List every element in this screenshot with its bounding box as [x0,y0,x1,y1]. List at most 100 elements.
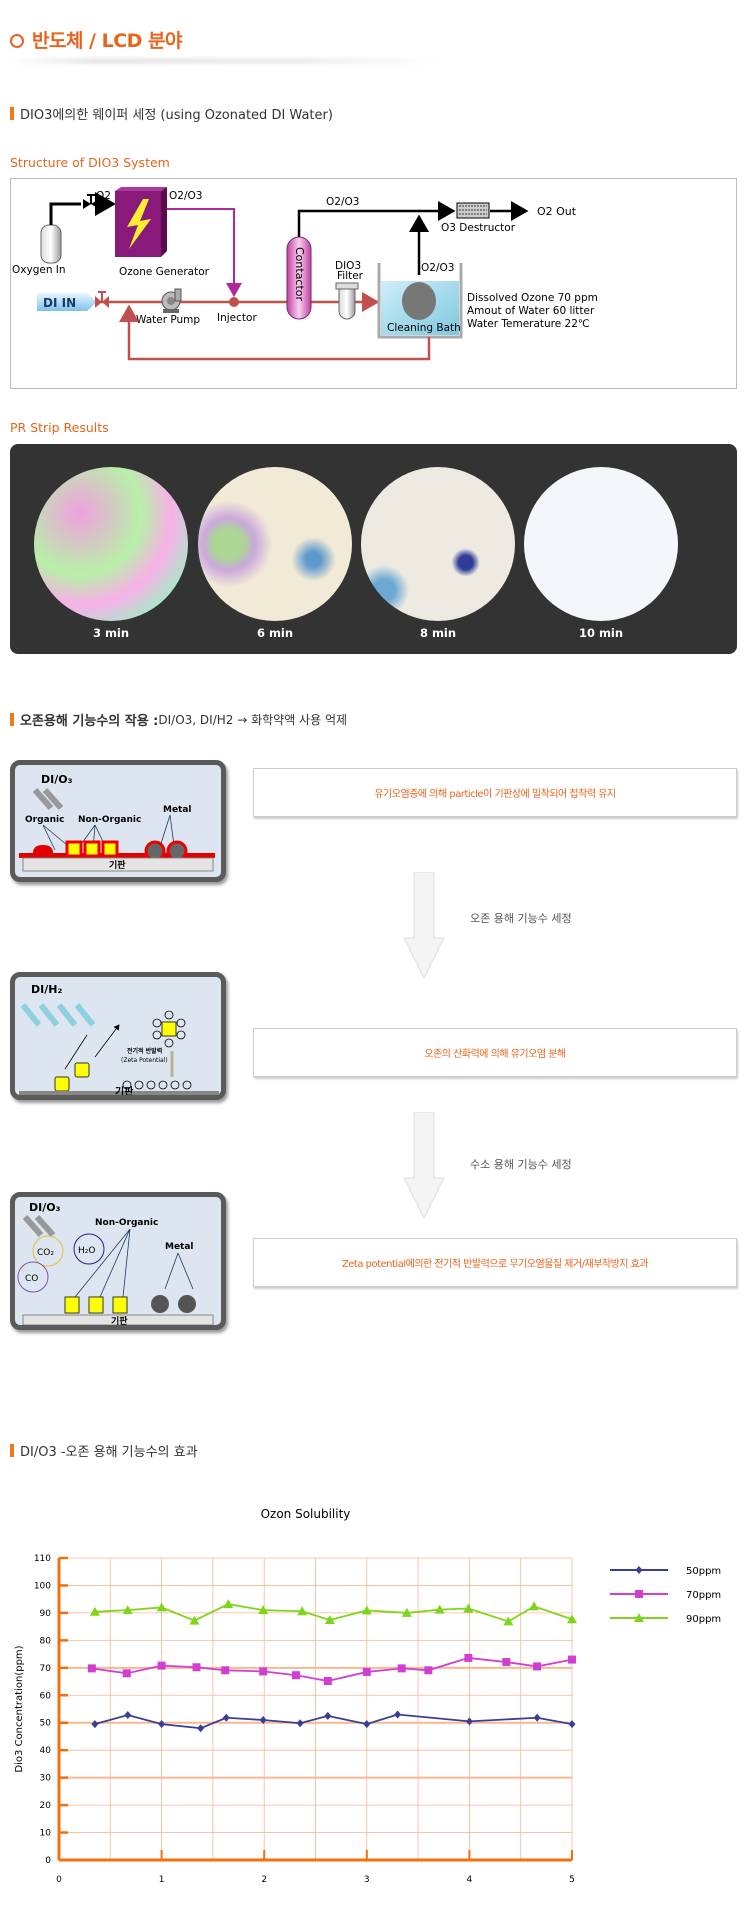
section-heading-dio3: DIO3에의한 웨이퍼 세정 (using Ozonated DI Water) [10,104,333,123]
description-box-2: 오존의 산화력에 의해 유기오염 분해 [253,1028,737,1077]
data-point-90ppm [503,1616,514,1626]
data-point-50ppm [296,1719,304,1728]
spec-water: Amout of Water 60 litter [467,305,595,317]
y-tick-label: 0 [45,1856,51,1866]
circle-icon [10,34,24,48]
svg-text:Metal: Metal [163,805,192,815]
ozone-generator-label: Ozone Generator [119,266,210,278]
svg-text:Cleaning Bath: Cleaning Bath [387,322,461,334]
data-point-90ppm [189,1615,200,1625]
o2o3-bath-label: O2/O3 [421,262,454,274]
di-in-icon: DI IN [37,293,97,311]
o2o3-generator-label: O2/O3 [169,190,202,202]
ozone-arrows-icon [32,788,64,810]
page-title: 반도체 / LCD 분야 [10,26,183,53]
data-point-70ppm [424,1666,433,1675]
y-tick-label: 50 [40,1719,52,1729]
title-underline [10,58,440,64]
svg-text:CO₂: CO₂ [37,1248,54,1258]
svg-text:DI/O₃: DI/O₃ [41,773,73,786]
y-tick-label: 40 [40,1746,52,1756]
data-point-90ppm [122,1605,133,1615]
data-point-50ppm [222,1713,230,1722]
data-point-50ppm [197,1724,205,1733]
o3-destructor-icon [456,202,490,219]
y-tick-label: 90 [40,1609,52,1619]
y-tick-label: 80 [40,1636,52,1646]
ozone-generator-icon [115,187,167,257]
data-point-90ppm [361,1605,372,1615]
legend-label-50ppm: 50ppm [686,1566,721,1577]
data-point-50ppm [568,1720,576,1729]
data-point-70ppm [533,1662,542,1671]
legend-marker-50ppm [635,1566,643,1574]
substrate-label: 기판 [115,1085,134,1095]
series-line-50ppm [94,1713,573,1730]
oxygen-in-label: Oxygen In [12,264,66,276]
wafer-10min-label: 10 min [578,626,624,640]
data-point-50ppm [394,1710,402,1719]
data-point-70ppm [87,1664,96,1673]
data-point-70ppm [502,1658,511,1667]
data-point-70ppm [122,1669,131,1678]
data-point-90ppm [401,1607,412,1617]
dio3-system-diagram: O2 O2/O3 Oxygen In Ozone Generator DI IN… [10,178,737,389]
data-point-70ppm [362,1667,371,1676]
data-point-90ppm [258,1605,269,1615]
di-valve-icon [95,291,109,308]
injector-label: Injector [217,312,257,324]
structure-title: Structure of DIO3 System [10,155,170,170]
wafer-6min-image [198,467,352,621]
data-point-50ppm [124,1711,132,1720]
water-pump-label: Water Pump [136,314,200,326]
substrate-label: 기판 [111,1315,128,1325]
svg-text:H₂O: H₂O [78,1246,95,1256]
data-point-50ppm [259,1715,267,1724]
svg-text:Non-Organic: Non-Organic [95,1218,158,1228]
data-point-70ppm [157,1661,166,1670]
data-point-70ppm [464,1653,473,1662]
data-point-50ppm [91,1720,99,1729]
legend-marker-70ppm [635,1590,643,1598]
heading-bar-icon [10,107,14,120]
data-point-90ppm [529,1601,540,1611]
heading-bar-icon [10,1444,14,1457]
svg-text:Organic: Organic [25,815,64,825]
data-point-50ppm [363,1720,371,1729]
legend-marker-90ppm [634,1613,644,1622]
dio3-filter-icon [335,282,359,320]
cleaning-bath-icon: Cleaning Bath [377,263,463,339]
svg-text:DI/O₃: DI/O₃ [29,1201,61,1214]
y-tick-label: 30 [40,1774,52,1784]
svg-text:CO: CO [25,1274,38,1284]
legend-label-90ppm: 90ppm [686,1614,721,1625]
svg-text:DI IN: DI IN [43,296,76,310]
data-point-90ppm [297,1606,308,1616]
data-point-70ppm [323,1676,332,1685]
spec-ozone: Dissolved Ozone 70 ppm [467,292,598,304]
svg-text:Contactor: Contactor [293,247,306,302]
spec-temp: Water Temerature 22℃ [467,318,590,330]
x-tick-label: 4 [467,1875,473,1885]
data-point-90ppm [567,1614,577,1624]
data-point-70ppm [568,1655,576,1664]
substrate-label: 기판 [109,859,126,871]
x-tick-label: 2 [261,1875,267,1885]
data-point-50ppm [158,1720,166,1729]
y-tick-label: 10 [40,1829,52,1839]
o2o3-top-label: O2/O3 [326,196,359,208]
panel-di-h2: DI/H₂ 전기적 반발력 (Zeta Potential) 기판 [10,972,226,1100]
chart-title: Ozon Solubility [261,1507,351,1521]
wafer-8min-image [361,467,515,621]
data-point-70ppm [221,1666,230,1675]
wafer-3min-label: 3 min [92,626,130,640]
legend-label-70ppm: 70ppm [686,1590,721,1601]
wafer-3min-image [34,467,188,621]
svg-text:Filter: Filter [337,270,364,282]
svg-text:전기적 반발력: 전기적 반발력 [127,1047,162,1055]
water-pump-icon [161,288,182,313]
data-point-50ppm [533,1713,541,1722]
o3-destructor-label: O3 Destructor [441,222,516,234]
data-point-70ppm [397,1664,406,1673]
section-heading-functional-water: 오존용해 기능수의 작용 : DI/O3, DI/H2 → 화학약액 사용 억제 [10,710,347,729]
